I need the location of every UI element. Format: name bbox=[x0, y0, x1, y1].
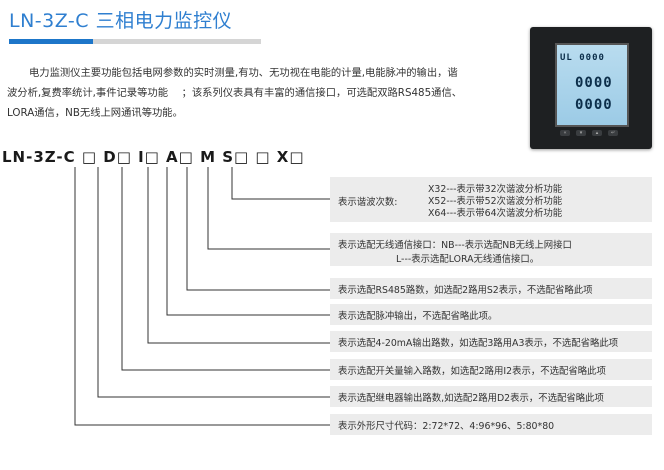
box-analog: 表示选配4-20mA输出路数，如选配3路用A3表示，不选配省略此项 bbox=[330, 331, 652, 352]
meter-row-3: 0000 bbox=[575, 97, 613, 113]
harmonic-label: 表示谐波次数: bbox=[338, 197, 398, 208]
box-wireless: 表示选配无线通信接口：NB---表示选配NB无线上网接口 L---表示选配LOR… bbox=[330, 233, 652, 266]
wireless-line-2: L---表示选配LORA无线通信接口。 bbox=[396, 254, 540, 265]
description-line-3: LORA通信，NB无线上网通讯等功能。 bbox=[7, 107, 183, 119]
relay-text: 表示选配继电器输出路数,如选配2路用D2表示，不选配省略此项 bbox=[338, 393, 604, 404]
meter-row-2: 0000 bbox=[575, 75, 613, 91]
wireless-line-1: 表示选配无线通信接口：NB---表示选配NB无线上网接口 bbox=[338, 240, 572, 251]
description-line-2: 波分析,复费率统计,事件记录等功能 ；该系列仪表具有丰富的通信接口，可选配双路R… bbox=[7, 87, 463, 99]
pulse-text: 表示选配脉冲输出，不选配省略此项。 bbox=[338, 311, 498, 322]
connector-rs485 bbox=[186, 167, 330, 291]
title-underline-accent bbox=[9, 39, 93, 44]
rs485-text: 表示选配RS485路数，如选配2路用S2表示，不选配省略此项 bbox=[338, 285, 593, 296]
connector-size bbox=[74, 167, 330, 426]
description-line-1: 电力监测仪主要功能包括电网参数的实时测量,有功、无功视在电能的计量,电能脉冲的输… bbox=[29, 67, 458, 79]
description: 电力监测仪主要功能包括电网参数的实时测量,有功、无功视在电能的计量,电能脉冲的输… bbox=[7, 63, 517, 123]
meter-row-1: UL 0000 bbox=[560, 53, 605, 63]
connector-pulse bbox=[166, 167, 330, 316]
box-rs485: 表示选配RS485路数，如选配2路用S2表示，不选配省略此项 bbox=[330, 278, 652, 299]
model-code: LN-3Z-C □ D□ I□ A□ M S□ □ X□ bbox=[2, 148, 305, 166]
meter-button-2-icon: ▾ bbox=[576, 130, 586, 136]
harmonic-line-1: X32---表示带32次谐波分析功能 bbox=[428, 184, 563, 195]
harmonic-line-2: X52---表示带52次谐波分析功能 bbox=[428, 196, 563, 207]
connector-analog bbox=[147, 167, 330, 344]
analog-text: 表示选配4-20mA输出路数，如选配3路用A3表示，不选配省略此项 bbox=[338, 338, 619, 349]
switch-input-text: 表示选配开关量输入路数，如选配2路用I2表示，不选配省略此项 bbox=[338, 366, 606, 377]
box-relay: 表示选配继电器输出路数,如选配2路用D2表示，不选配省略此项 bbox=[330, 386, 652, 407]
meter-lcd-screen: UL 0000 0000 0000 bbox=[555, 43, 629, 127]
connector-wireless bbox=[207, 167, 330, 250]
box-pulse: 表示选配脉冲输出，不选配省略此项。 bbox=[330, 304, 652, 325]
meter-button-left-icon: « bbox=[560, 130, 570, 136]
meter-image: UL 0000 0000 0000 « ▾ ▴ ↵ bbox=[530, 27, 652, 149]
connector-harmonic bbox=[231, 167, 330, 200]
box-size: 表示外形尺寸代码：2:72*72、4:96*96、5:80*80 bbox=[330, 414, 652, 435]
meter-button-enter-icon: ↵ bbox=[608, 130, 618, 136]
box-switch-input: 表示选配开关量输入路数，如选配2路用I2表示，不选配省略此项 bbox=[330, 359, 652, 380]
connector-relay bbox=[97, 167, 330, 398]
meter-button-3-icon: ▴ bbox=[592, 130, 602, 136]
box-harmonic: 表示谐波次数: X32---表示带32次谐波分析功能 X52---表示带52次谐… bbox=[330, 177, 652, 222]
connector-switch bbox=[121, 167, 330, 371]
size-text: 表示外形尺寸代码：2:72*72、4:96*96、5:80*80 bbox=[338, 421, 555, 432]
page-title: LN-3Z-C 三相电力监控仪 bbox=[9, 10, 233, 32]
title-underline-gray bbox=[93, 39, 261, 44]
harmonic-line-3: X64---表示带64次谐波分析功能 bbox=[428, 208, 563, 219]
